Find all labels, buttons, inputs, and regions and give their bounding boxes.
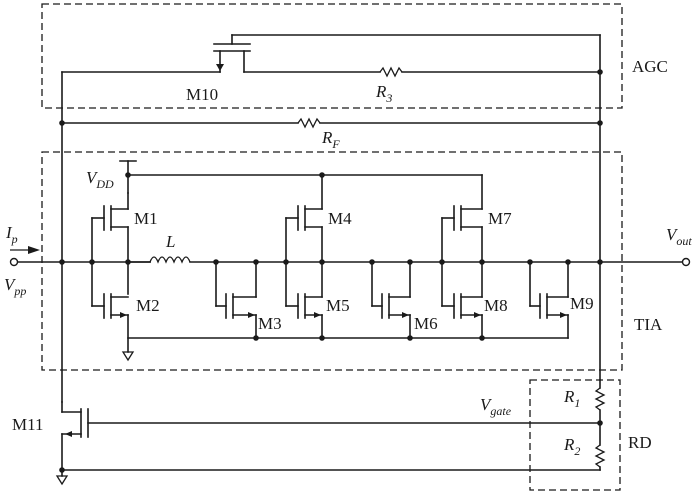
m2-ground-icon [121,351,135,362]
m3-dot-b [253,259,259,265]
tia-block-label: TIA [634,315,663,334]
r3-resistor-icon [379,66,403,78]
m3-dot-c [253,335,259,341]
rf-right-dot [597,120,603,126]
m11-gnd-dot [59,467,65,473]
tia-block-outline [41,151,623,371]
rf-left-dot [59,120,65,126]
m11-source-arrow [65,431,72,437]
vdd-dot-1 [125,172,131,178]
ip-label: Ip [5,223,18,246]
agc-junction-dot [597,69,603,75]
m5-gnd-dot [319,335,325,341]
vpp-label: Vpp [4,275,26,298]
m4m5-out-dot [319,259,325,265]
m3-dot-a [213,259,219,265]
agc-block-outline [41,3,623,109]
m5-source-arrow [314,312,321,318]
rd-block-outline [529,379,621,491]
m9-source-arrow [560,312,567,318]
rd-block-label: RD [628,433,652,452]
r1-resistor-icon [594,387,606,411]
m11-label: M11 [12,415,44,434]
inductor-icon [149,256,191,264]
m1-label: M1 [134,209,158,228]
r3-label: R3 [375,82,392,105]
m6-dot-a [369,259,375,265]
m10-label: M10 [186,85,218,104]
ip-current-arrow [28,246,40,254]
inductor-label: L [165,232,175,251]
m10-source-arrow [216,64,224,71]
m4-label: M4 [328,209,352,228]
m6-dot-b [407,259,413,265]
m7m8-gate-dot [439,259,445,265]
vout-label: Vout [666,225,692,248]
r1-label: R1 [563,387,580,410]
m4m5-gate-dot [283,259,289,265]
m7m8-out-dot [479,259,485,265]
m3-source-arrow [248,312,255,318]
m6-dot-c [407,335,413,341]
m9-dot-b [565,259,571,265]
m9-dot-a [527,259,533,265]
vdd-label: VDD [86,168,114,191]
m3-label: M3 [258,314,282,333]
m9-label: M9 [570,294,594,313]
input-dot-rail [59,259,65,265]
m11-ground-icon [55,475,69,486]
m6-label: M6 [414,314,438,333]
m6-source-arrow [402,312,409,318]
r2-resistor-icon [594,444,606,468]
input-terminal [9,257,19,267]
m5-label: M5 [326,296,350,315]
vgate-label: Vgate [480,395,512,418]
m2-source-arrow [120,312,127,318]
r2-label: R2 [563,435,580,458]
m2-label: M2 [136,296,160,315]
m8-source-arrow [474,312,481,318]
output-terminal [681,257,691,267]
agc-block-label: AGC [632,57,668,76]
m7-label: M7 [488,209,512,228]
rf-label: RF [321,128,340,151]
m8-label: M8 [484,296,508,315]
rf-resistor-icon [297,117,321,129]
m8-gnd-dot [479,335,485,341]
